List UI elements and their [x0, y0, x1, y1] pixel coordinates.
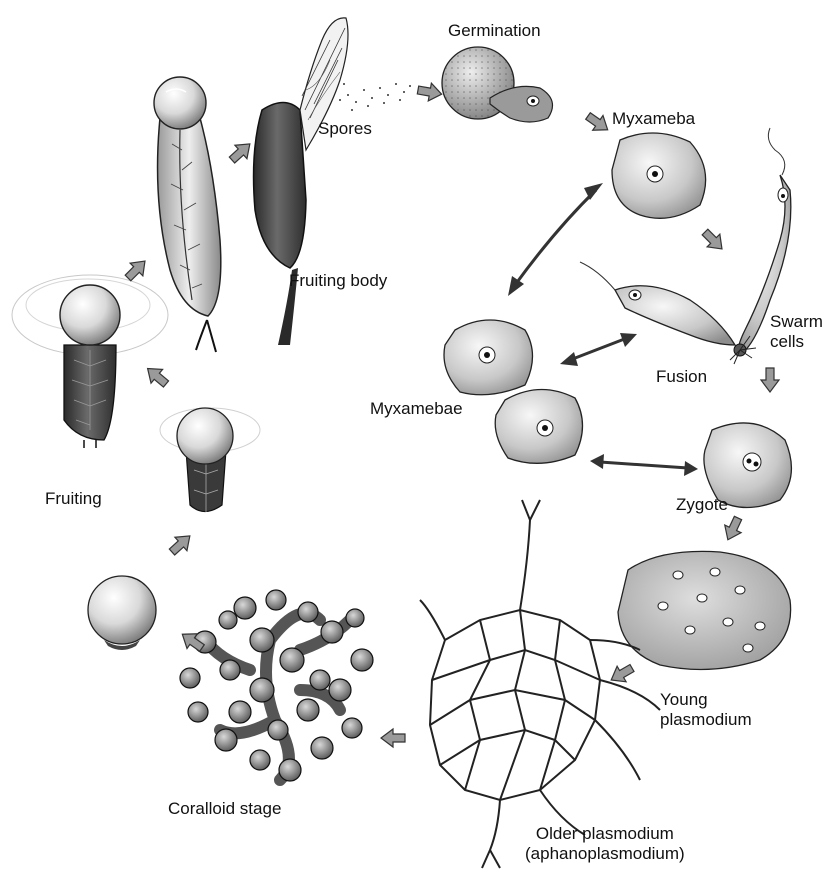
myxamebae-cell-upper-illustration	[444, 320, 533, 395]
early-sporangium-illustration	[88, 576, 156, 650]
myxameba-cell-illustration	[612, 133, 706, 218]
label-fruiting-body: Fruiting body	[289, 271, 387, 291]
arrow-zygote-to-young-plasmodium	[720, 514, 746, 543]
label-myxameba: Myxameba	[612, 109, 695, 129]
older-plasmodium-network-illustration	[420, 500, 660, 868]
arrow-germination-to-myxameba	[583, 109, 613, 138]
myxamebae-cell-lower-illustration	[495, 389, 582, 463]
mature-fruiting-body-illustration	[254, 18, 348, 345]
young-plasmodium-illustration	[618, 551, 791, 669]
double-arrow-myxamebae-fusion	[560, 333, 637, 366]
arrow-swarm-to-zygote	[761, 368, 779, 392]
arrow-early-to-small-sporangium	[166, 529, 196, 558]
label-germination: Germination	[448, 21, 541, 41]
label-swarm-cells: Swarm cells	[770, 312, 823, 352]
germinating-spore-illustration	[442, 47, 553, 122]
double-arrow-myxamebae-zygote	[590, 454, 698, 476]
arrow-small-to-large-sporangium	[142, 362, 172, 391]
developing-sporangium-illustration	[154, 77, 221, 352]
label-fruiting: Fruiting	[45, 489, 102, 509]
arrow-older-plasmodium-to-coralloid	[381, 729, 405, 747]
label-older-plasmodium: Older plasmodium (aphanoplasmodium)	[525, 824, 685, 864]
arrow-myxameba-to-swarm	[699, 226, 729, 256]
coralloid-stage-illustration	[180, 590, 373, 781]
arrow-fruiting-body-to-spores	[416, 81, 443, 103]
label-spores: Spores	[318, 119, 372, 139]
label-zygote: Zygote	[676, 495, 728, 515]
spores-dots	[339, 83, 411, 111]
label-myxamebae: Myxamebae	[370, 399, 463, 419]
swarm-cell-horizontal-illustration	[580, 262, 735, 345]
fruiting-sporangium-large-illustration	[12, 275, 168, 448]
label-fusion: Fusion	[656, 367, 707, 387]
double-arrow-myxameba-myxamebae	[508, 183, 603, 296]
label-young-plasmodium: Young plasmodium	[660, 690, 752, 730]
fruiting-sporangium-small-illustration	[160, 408, 260, 512]
arrow-tall-to-mature-fruiting-body	[226, 137, 256, 166]
label-coralloid-stage: Coralloid stage	[168, 799, 281, 819]
